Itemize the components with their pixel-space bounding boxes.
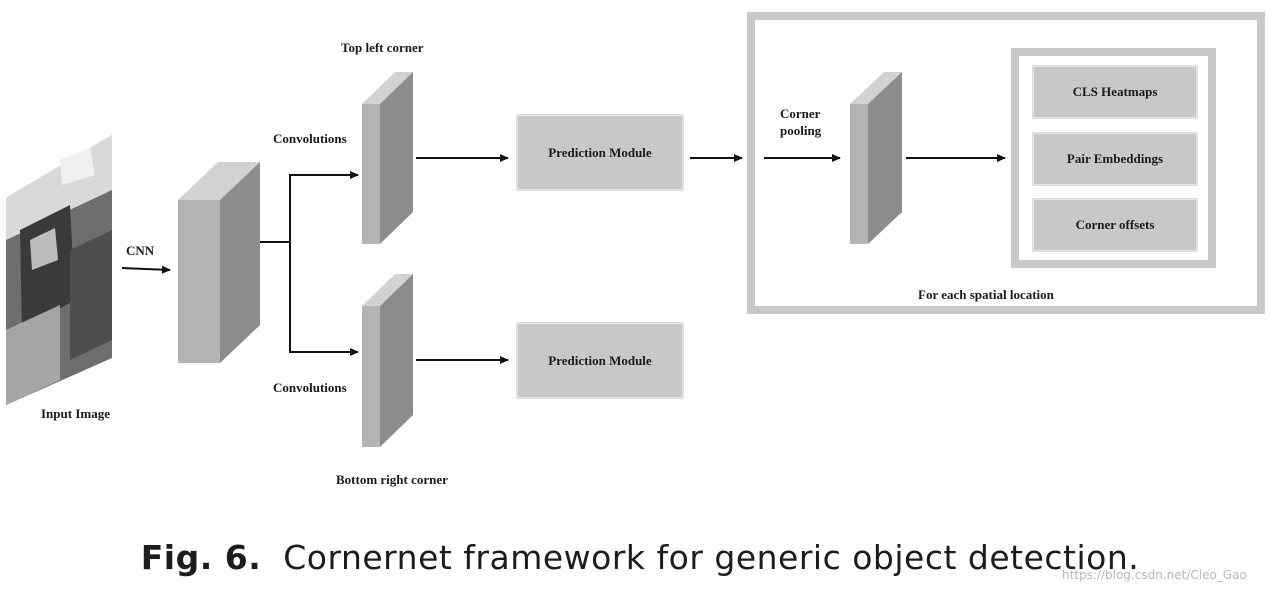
- outputs-frame: [1011, 48, 1216, 268]
- cnn-label: CNN: [126, 243, 155, 258]
- bottom-conv-block: [362, 274, 413, 447]
- corner-offsets-box: Corner offsets: [1033, 199, 1197, 251]
- bottom-right-corner-label: Bottom right corner: [336, 472, 448, 487]
- cnn-feature-block: [178, 162, 260, 363]
- branch-line: [260, 171, 359, 243]
- convolutions-bottom-label: Convolutions: [273, 380, 347, 395]
- watermark: https://blog.csdn.net/Cleo_Gao: [1062, 568, 1247, 582]
- prediction-module-top: Prediction Module: [517, 115, 683, 190]
- input-image-label: Input Image: [41, 406, 110, 421]
- top-conv-block: [362, 72, 413, 244]
- cls-heatmaps-box: CLS Heatmaps: [1033, 66, 1197, 118]
- input-image: [6, 135, 112, 405]
- spatial-location-frame: [747, 12, 1265, 314]
- prediction-module-bottom: Prediction Module: [517, 323, 683, 398]
- arrow-cnn: [121, 265, 171, 274]
- caption-prefix: Fig. 6.: [140, 538, 262, 577]
- convolutions-top-label: Convolutions: [273, 131, 347, 146]
- figure-caption: Fig. 6. Cornernet framework for generic …: [0, 538, 1280, 577]
- pair-embeddings-box: Pair Embeddings: [1033, 133, 1197, 185]
- top-left-corner-label: Top left corner: [341, 40, 424, 55]
- caption-text: Cornernet framework for generic object d…: [283, 538, 1140, 577]
- branch-line-bottom: [289, 242, 359, 356]
- spatial-location-label: For each spatial location: [918, 287, 1054, 302]
- corner-pooling-block: [850, 72, 902, 244]
- corner-pooling-label: Corner pooling: [780, 106, 822, 138]
